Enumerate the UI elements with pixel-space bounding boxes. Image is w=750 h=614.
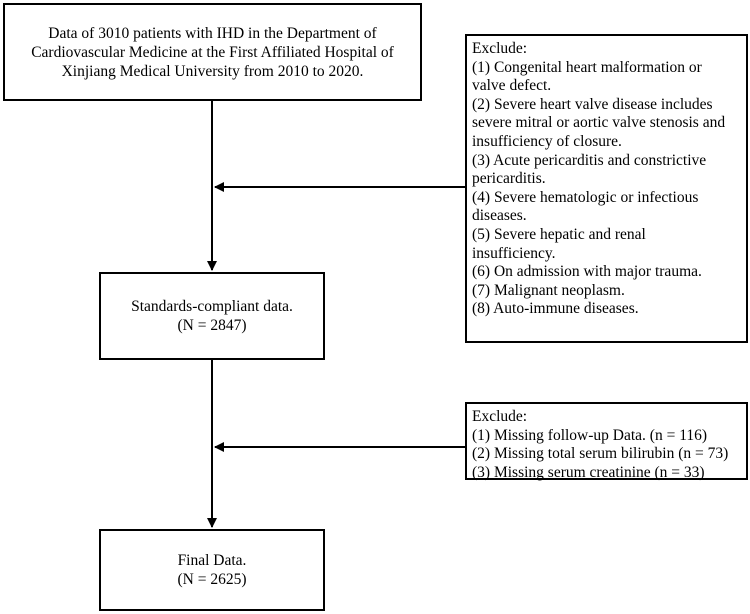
exclude1-line: (7) Malignant neoplasm.	[472, 281, 625, 299]
source-line-2: Cardiovascular Medicine at the First Aff…	[31, 43, 394, 61]
exclusion-criteria-box-1: Exclude: (1) Congenital heart malformati…	[465, 34, 748, 343]
compliant-count: (N = 2847)	[177, 317, 247, 334]
exclude1-line: pericarditis.	[472, 170, 546, 188]
final-data-box: Final Data. (N = 2625)	[99, 529, 325, 611]
exclude1-line: (2) Severe heart valve disease includes	[472, 95, 713, 113]
exclude1-line: (8) Auto-immune diseases.	[472, 300, 639, 318]
exclude1-line: (6) On admission with major trauma.	[472, 263, 702, 281]
exclude1-line: diseases.	[472, 207, 527, 225]
exclude1-title: Exclude:	[472, 40, 528, 57]
exclude2-title: Exclude:	[472, 408, 528, 425]
exclude1-line: insufficiency.	[472, 244, 556, 262]
compliant-data-box: Standards-compliant data. (N = 2847)	[99, 272, 325, 360]
source-line-1: Data of 3010 patients with IHD in the De…	[48, 24, 377, 42]
exclude1-line: (3) Acute pericarditis and constrictive	[472, 151, 707, 169]
exclude1-line: severe mitral or aortic valve stenosis a…	[472, 114, 726, 132]
exclude2-line: (3) Missing serum creatinine (n = 33)	[472, 463, 705, 481]
exclude1-line: (1) Congenital heart malformation or	[472, 58, 702, 76]
final-label: Final Data.	[177, 552, 247, 569]
exclude1-line: valve defect.	[472, 77, 552, 95]
exclude2-line: (1) Missing follow-up Data. (n = 116)	[472, 426, 708, 444]
source-data-box: Data of 3010 patients with IHD in the De…	[3, 3, 422, 101]
compliant-label: Standards-compliant data.	[131, 298, 293, 315]
exclude1-line: insufficiency of closure.	[472, 132, 622, 150]
final-count: (N = 2625)	[177, 571, 247, 588]
exclude1-line: (4) Severe hematologic or infectious	[472, 188, 699, 206]
exclude1-line: (5) Severe hepatic and renal	[472, 225, 646, 243]
exclude2-line: (2) Missing total serum bilirubin (n = 7…	[472, 445, 729, 463]
source-line-3: Xinjiang Medical University from 2010 to…	[61, 62, 364, 80]
exclusion-criteria-box-2: Exclude: (1) Missing follow-up Data. (n …	[465, 402, 748, 481]
